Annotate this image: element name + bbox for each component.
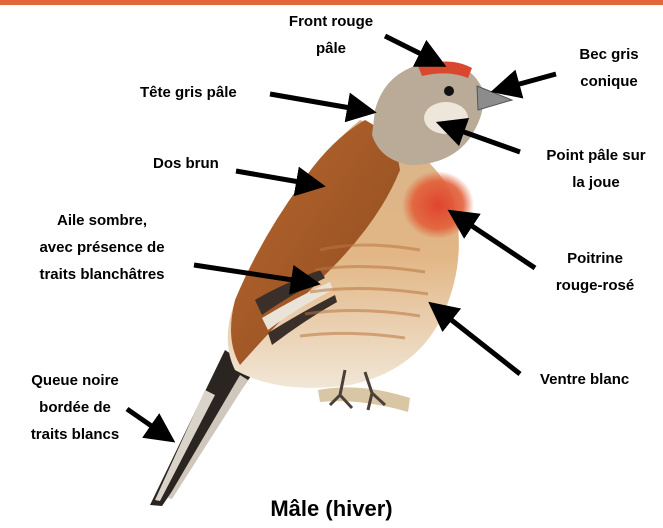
label-front-rouge: Front rouge pâle <box>268 8 394 62</box>
arrow-dos-brun <box>236 171 311 184</box>
label-point-pale: Point pâle sur la joue <box>533 142 659 196</box>
label-bec-gris: Bec gris conique <box>562 41 656 95</box>
arrow-poitrine <box>460 218 535 268</box>
bird-red-breast <box>402 171 474 239</box>
label-ventre: Ventre blanc <box>540 366 629 393</box>
arrow-tete-gris <box>270 94 362 110</box>
label-tete-gris: Tête gris pâle <box>140 79 237 106</box>
label-dos-brun: Dos brun <box>153 150 219 177</box>
diagram-caption: Mâle (hiver) <box>0 496 663 522</box>
arrow-ventre <box>440 311 520 374</box>
perch-branch <box>318 387 410 412</box>
label-queue: Queue noire bordée de traits blancs <box>4 367 146 448</box>
arrow-bec-gris <box>505 74 556 88</box>
label-aile-sombre: Aile sombre, avec présence de traits bla… <box>12 207 192 288</box>
bird-eye <box>444 86 454 96</box>
label-poitrine: Poitrine rouge-rosé <box>540 245 650 299</box>
